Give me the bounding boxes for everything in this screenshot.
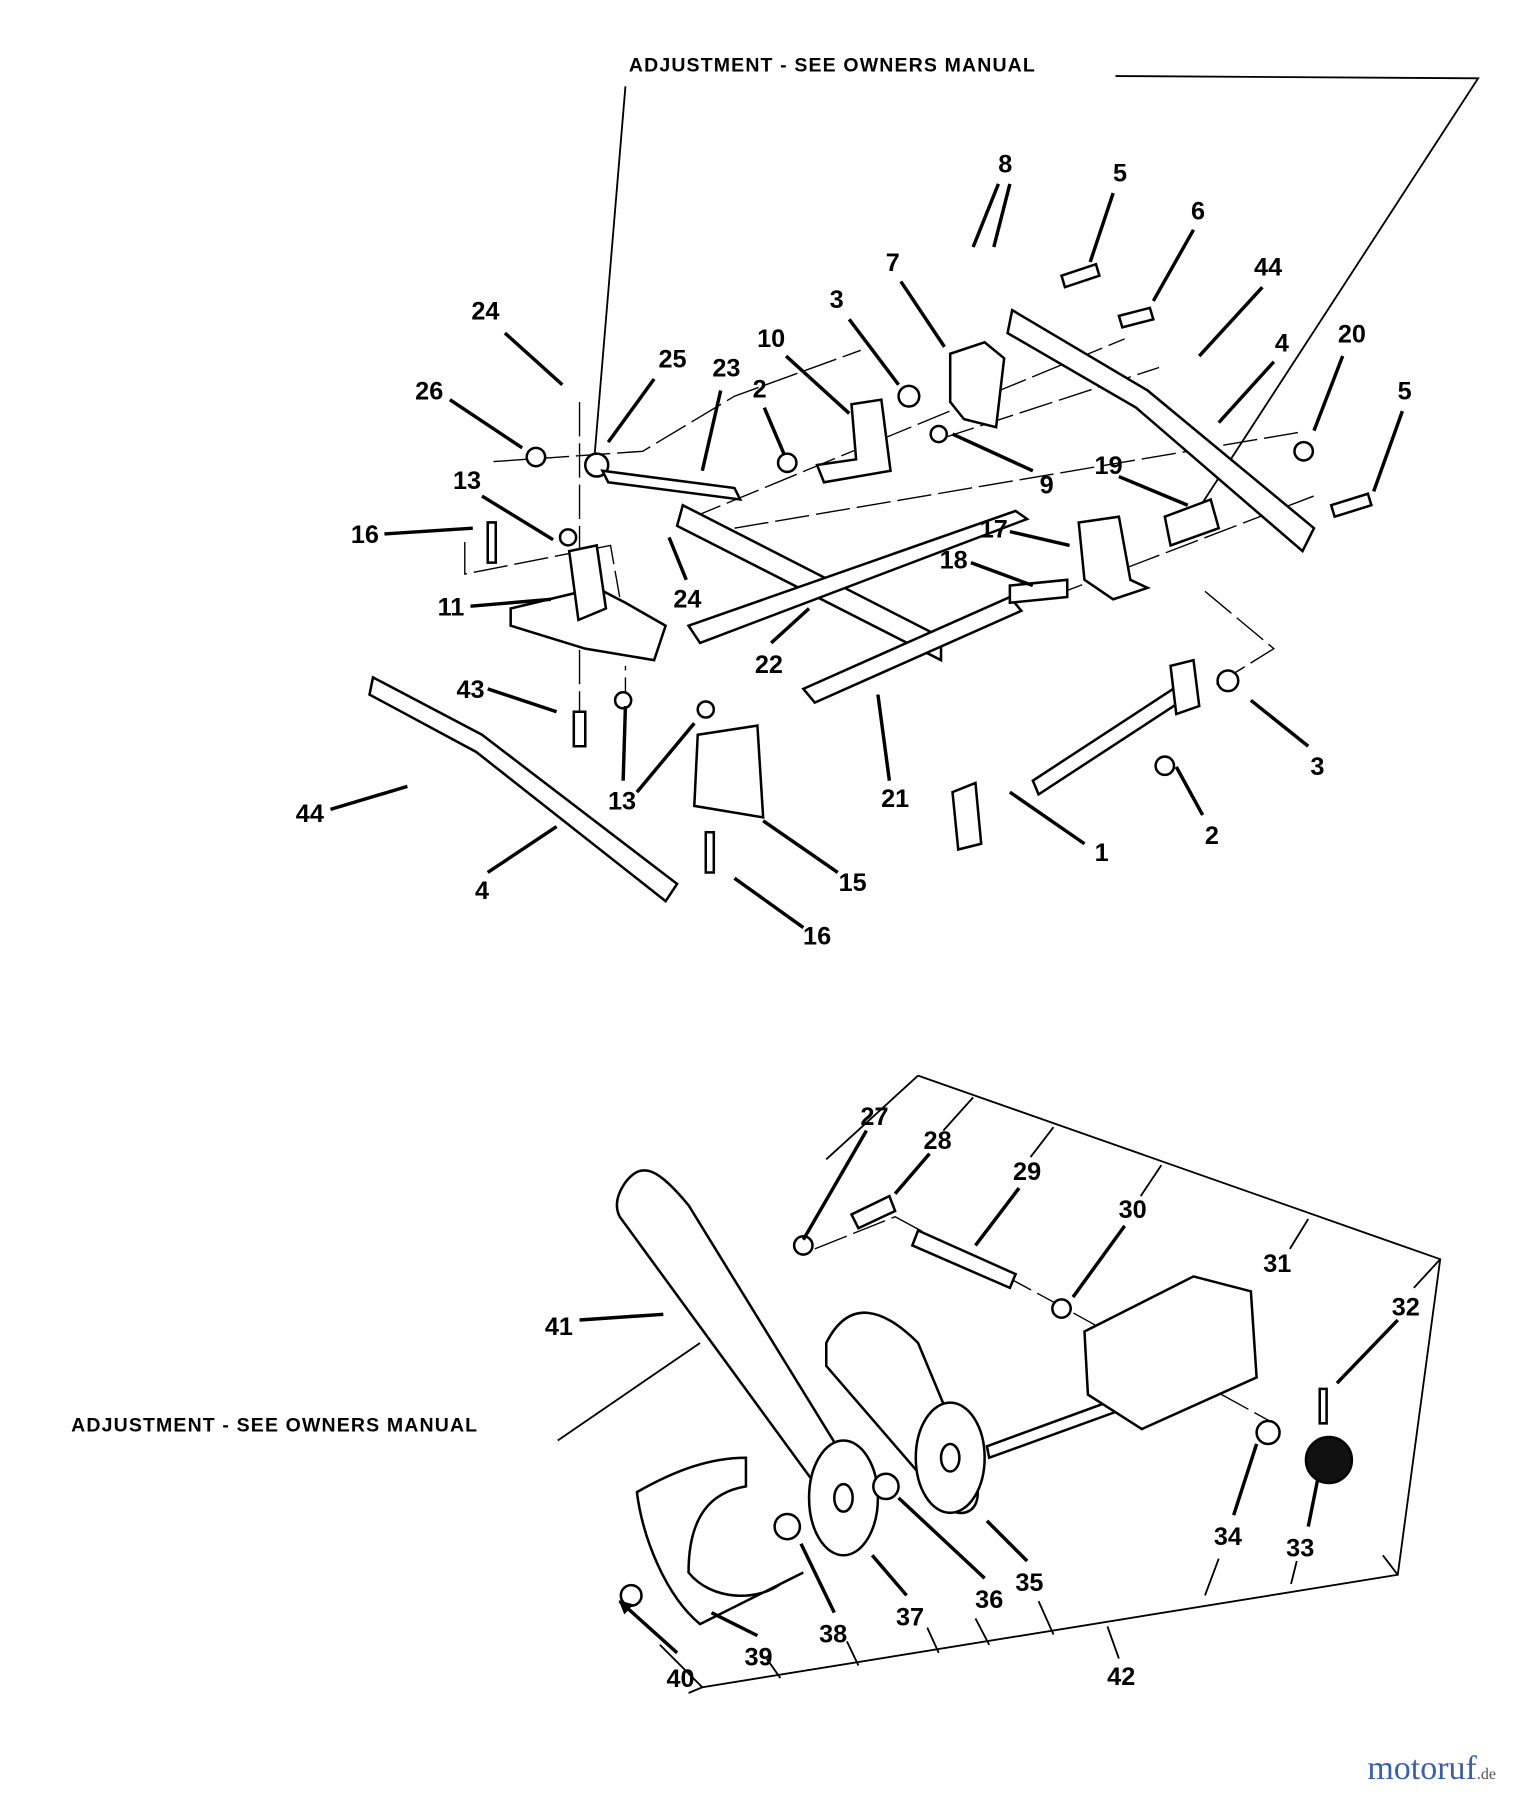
label-41: 41 — [545, 1313, 573, 1341]
label-24: 24 — [471, 297, 499, 325]
label-36: 36 — [975, 1586, 1003, 1614]
label-35: 35 — [1015, 1569, 1043, 1597]
label-8: 8 — [998, 150, 1012, 178]
adjustment-note-bottom: ADJUSTMENT - SEE OWNERS MANUAL — [71, 1414, 478, 1436]
label-39: 39 — [745, 1643, 773, 1671]
label-29: 29 — [1013, 1158, 1041, 1186]
label-16: 16 — [803, 923, 831, 951]
label-2: 2 — [753, 375, 767, 403]
note-leader-top — [593, 75, 1480, 518]
label-7: 7 — [886, 249, 900, 277]
label-21: 21 — [881, 785, 909, 813]
label-2: 2 — [1205, 822, 1219, 850]
label-11: 11 — [438, 593, 465, 621]
assembly-lines — [464, 338, 1320, 1424]
upper-linkage-parts — [368, 262, 1373, 903]
label-26: 26 — [415, 378, 443, 406]
label-44: 44 — [296, 800, 324, 828]
label-37: 37 — [896, 1603, 924, 1631]
label-38: 38 — [819, 1620, 847, 1648]
label-23: 23 — [712, 355, 740, 383]
label-20: 20 — [1338, 320, 1366, 348]
label-33: 33 — [1286, 1534, 1314, 1562]
label-4: 4 — [475, 877, 489, 905]
label-34: 34 — [1214, 1523, 1242, 1551]
watermark-suffix: .de — [1476, 1766, 1496, 1783]
assembly-42-leaders — [688, 1074, 1441, 1694]
label-30: 30 — [1119, 1196, 1147, 1224]
label-18: 18 — [940, 546, 968, 574]
label-9: 9 — [1040, 472, 1054, 500]
label-3: 3 — [1310, 753, 1324, 781]
label-15: 15 — [839, 869, 867, 897]
label-43: 43 — [456, 676, 484, 704]
label-16: 16 — [351, 521, 379, 549]
part-labels: 1 2 2 3 3 4 4 5 5 6 7 8 9 10 11 13 13 15… — [296, 150, 1420, 1693]
label-28: 28 — [924, 1127, 952, 1155]
label-13: 13 — [608, 787, 636, 815]
label-6: 6 — [1191, 197, 1205, 225]
label-25: 25 — [658, 346, 686, 374]
watermark-logo: motoruf.de — [1367, 1750, 1496, 1788]
label-42: 42 — [1107, 1663, 1135, 1691]
adjustment-note-top: ADJUSTMENT - SEE OWNERS MANUAL — [629, 54, 1036, 76]
label-19: 19 — [1095, 452, 1123, 480]
label-4: 4 — [1275, 329, 1289, 357]
label-44: 44 — [1254, 254, 1282, 282]
label-3: 3 — [830, 286, 844, 314]
label-22: 22 — [755, 651, 783, 679]
callout-arrows — [330, 183, 1404, 1655]
label-5: 5 — [1398, 378, 1412, 406]
label-24: 24 — [673, 585, 701, 613]
label-17: 17 — [980, 515, 1008, 543]
watermark-brand: motoruf — [1367, 1750, 1477, 1787]
label-40: 40 — [666, 1665, 694, 1693]
label-27: 27 — [860, 1103, 888, 1131]
label-1: 1 — [1095, 839, 1109, 867]
label-31: 31 — [1263, 1250, 1291, 1278]
label-10: 10 — [757, 325, 785, 353]
lower-belt-parts — [615, 1169, 1354, 1626]
label-32: 32 — [1392, 1293, 1420, 1321]
label-13: 13 — [453, 467, 481, 495]
label-5: 5 — [1113, 160, 1127, 188]
note-leader-bottom — [557, 1342, 701, 1442]
